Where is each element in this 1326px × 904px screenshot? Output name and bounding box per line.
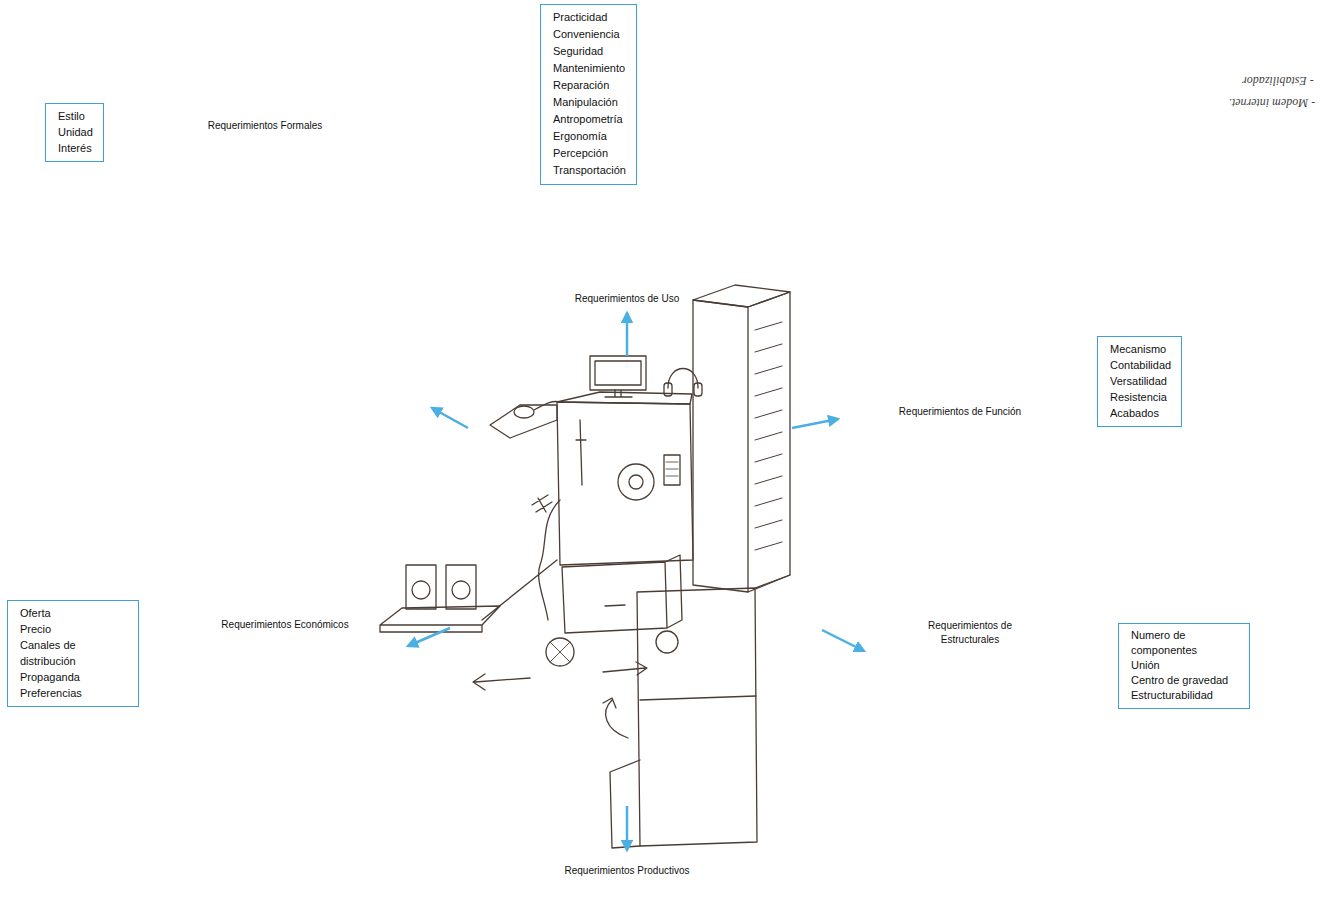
headphones-left <box>664 383 672 396</box>
requirement-item: Seguridad <box>553 43 626 60</box>
requirement-item: Resistencia <box>1110 389 1171 405</box>
direction-arrow <box>432 408 468 428</box>
power-cable <box>539 500 560 620</box>
drawer <box>562 555 682 633</box>
direction-arrow <box>408 628 450 646</box>
mouse-cable <box>534 401 560 410</box>
lower-box-door <box>610 760 640 848</box>
wheel <box>656 631 678 653</box>
requirement-item: Contabilidad <box>1110 357 1171 373</box>
requirement-item: Canales de distribución <box>20 637 128 669</box>
wheel <box>546 638 574 666</box>
requirement-label: Requerimientos de Estructurales <box>913 619 1027 647</box>
desk-dial <box>618 464 654 500</box>
desk-panel-lines <box>666 462 678 476</box>
requirement-item: Interés <box>58 140 93 156</box>
move-arrow <box>473 674 530 690</box>
requirement-label: Requerimientos Económicos <box>219 618 350 632</box>
requirement-item: Preferencias <box>20 685 128 701</box>
requirement-item: Conveniencia <box>553 26 626 43</box>
direction-arrow <box>822 630 864 651</box>
headphones-right <box>694 383 702 396</box>
requirement-item: Centro de gravedad <box>1131 673 1239 688</box>
requirement-item: Versatilidad <box>1110 373 1171 389</box>
wheel-spokes <box>550 642 570 662</box>
requirement-item: Reparación <box>553 77 626 94</box>
requirement-item: Propaganda <box>20 669 128 685</box>
requirement-list-box: MecanismoContabilidadVersatilidadResiste… <box>1097 336 1182 427</box>
speaker-shelf <box>380 606 500 632</box>
handwritten-note: - Estabilizador <box>1240 74 1316 88</box>
desk-panel <box>664 455 680 485</box>
desk-dial-inner <box>629 475 643 489</box>
cabinet-shelves <box>755 322 782 550</box>
monitor-stand <box>605 390 632 397</box>
requirement-list-box: OfertaPrecioCanales de distribuciónPropa… <box>7 600 139 707</box>
desk-front <box>557 402 693 565</box>
requirement-item: Precio <box>20 621 128 637</box>
requirement-item: Ergonomía <box>553 128 626 145</box>
requirement-label: Requerimientos de Uso <box>573 292 682 306</box>
requirement-label: Requerimientos Formales <box>206 119 325 133</box>
requirement-list-box: PracticidadConvenienciaSeguridadMantenim… <box>540 4 637 185</box>
cabinet-front <box>693 300 748 592</box>
requirement-item: Mecanismo <box>1110 341 1171 357</box>
keyboard-tray <box>490 405 557 438</box>
lower-box <box>637 575 790 846</box>
cabinet-side <box>748 292 790 592</box>
direction-arrow <box>792 419 838 428</box>
requirement-item: Unidad <box>58 124 93 140</box>
handwritten-note: - Modem internet. <box>1227 96 1317 110</box>
requirement-label: Requerimientos Productivos <box>562 864 691 878</box>
requirement-item: Mantenimiento <box>553 60 626 77</box>
requirement-item: Oferta <box>20 605 128 621</box>
mouse <box>514 406 534 418</box>
requirement-item: Manipulación <box>553 94 626 111</box>
direction-arrow <box>626 806 629 850</box>
requirement-label: Requerimientos de Función <box>897 405 1023 419</box>
requirement-item: Estilo <box>58 108 93 124</box>
requirement-item: Estructurabilidad <box>1131 688 1239 703</box>
speaker-right <box>446 565 476 609</box>
requirement-item: Acabados <box>1110 405 1171 421</box>
monitor-screen <box>595 361 641 385</box>
move-arrow <box>603 662 647 675</box>
requirement-list-box: EstiloUnidadInterés <box>45 103 104 162</box>
drawer-handle <box>605 605 625 606</box>
monitor <box>590 356 646 390</box>
rotate-arrow <box>603 698 628 738</box>
power-plug <box>532 495 552 512</box>
speaker-cone <box>412 581 430 599</box>
direction-arrow <box>626 313 629 356</box>
requirement-item: Numero de componentes <box>1131 628 1239 658</box>
speaker-left <box>406 565 436 609</box>
requirement-item: Practicidad <box>553 9 626 26</box>
desk-pen <box>576 420 586 485</box>
cabinet-top <box>693 285 790 307</box>
requirement-item: Antropometría <box>553 111 626 128</box>
requirement-item: Unión <box>1131 658 1239 673</box>
requirement-list-box: Numero de componentesUniónCentro de grav… <box>1118 623 1250 709</box>
lower-box-shelf <box>640 696 756 700</box>
requirement-item: Transportación <box>553 162 626 179</box>
speaker-cone <box>452 581 470 599</box>
requirement-item: Percepción <box>553 145 626 162</box>
